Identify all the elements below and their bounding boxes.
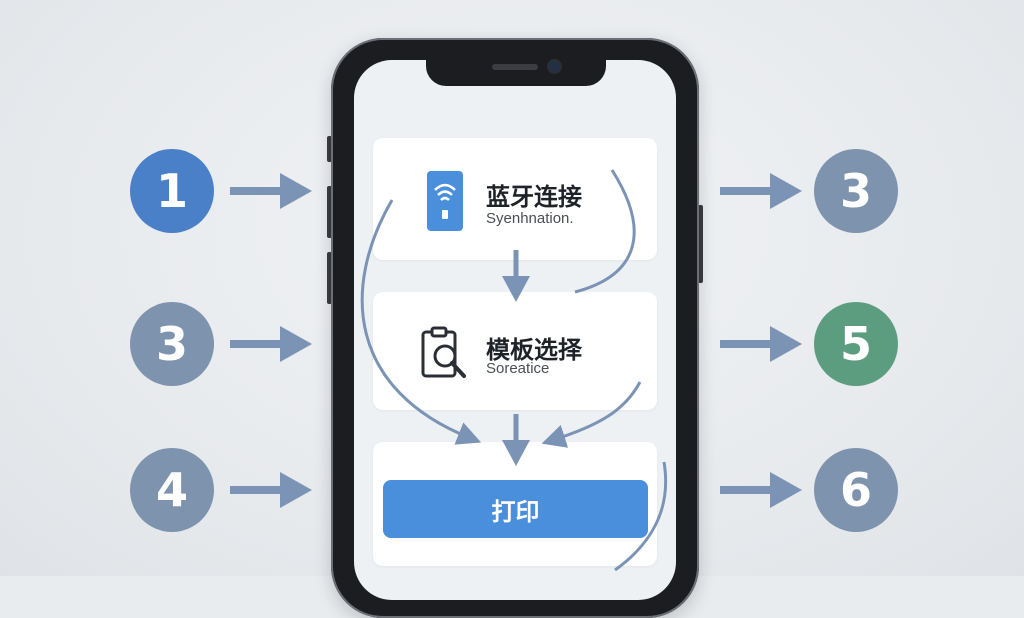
template-card-title: 模板选择 — [486, 336, 582, 364]
bluetooth-phone-icon — [427, 171, 463, 231]
phone-side-button — [327, 252, 332, 304]
phone-notch — [426, 56, 606, 86]
phone-side-button — [327, 136, 332, 162]
arrow-right-icon — [230, 173, 312, 209]
step-badge-right-1: 3 — [814, 149, 898, 233]
phone-side-button — [327, 186, 332, 238]
step-badge-left-3: 4 — [130, 448, 214, 532]
step-badge-left-2: 3 — [130, 302, 214, 386]
bluetooth-card-subtitle: Syenhnation. — [486, 210, 574, 227]
phone-camera — [549, 61, 560, 72]
arrow-right-icon — [720, 173, 802, 209]
arrow-right-icon — [230, 326, 312, 362]
bluetooth-card-title: 蓝牙连接 — [486, 183, 582, 211]
phone-side-button — [698, 205, 703, 283]
arrow-right-icon — [720, 326, 802, 362]
step-badge-right-3: 6 — [814, 448, 898, 532]
print-button[interactable]: 打印 — [383, 480, 648, 538]
template-search-icon — [421, 326, 466, 378]
template-card-subtitle: Soreatice — [486, 360, 550, 377]
arrow-right-icon — [720, 472, 802, 508]
arrow-right-icon — [230, 472, 312, 508]
step-badge-left-1: 1 — [130, 149, 214, 233]
step-badge-right-2: 5 — [814, 302, 898, 386]
phone-speaker — [492, 64, 538, 70]
